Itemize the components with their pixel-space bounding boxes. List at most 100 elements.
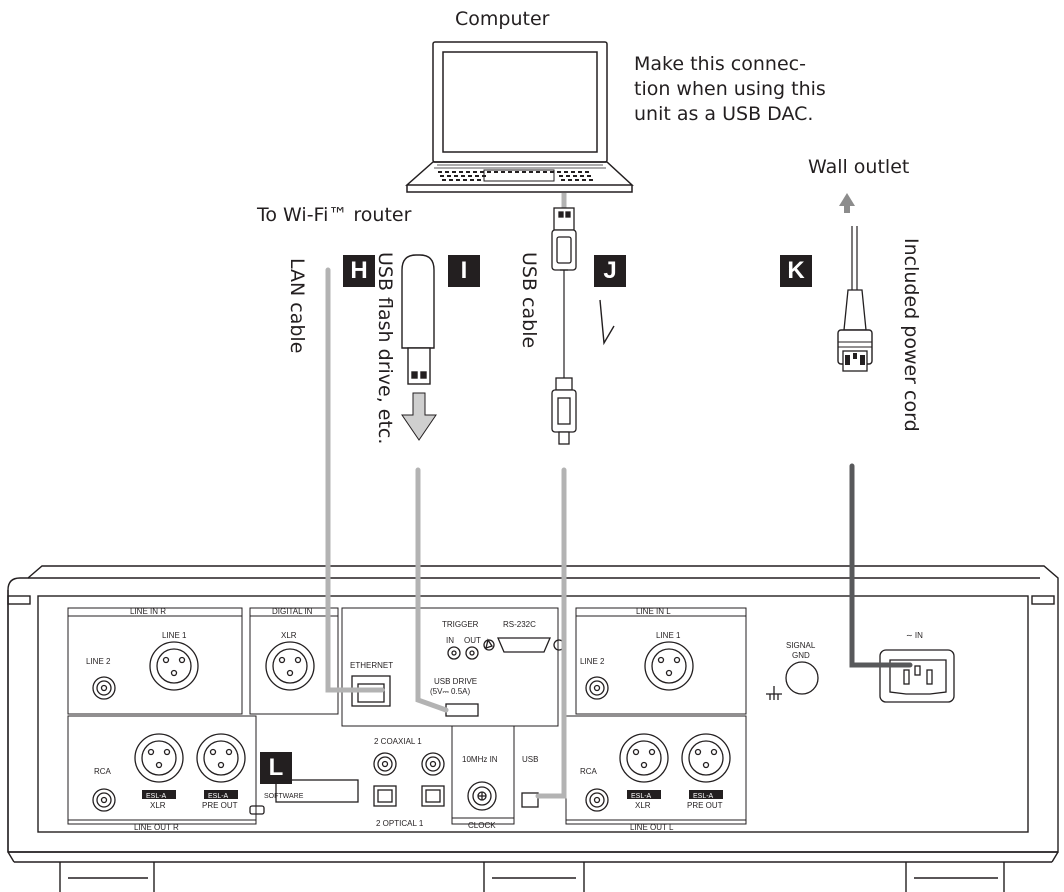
keyboard-key bbox=[480, 171, 484, 173]
keyboard-key bbox=[440, 175, 444, 177]
rs232c-text: RS-232C bbox=[503, 620, 536, 629]
pre-out-l-text: PRE OUT bbox=[687, 801, 723, 810]
keyboard-key bbox=[445, 171, 449, 173]
esl-badges bbox=[142, 790, 723, 799]
keyboard-key bbox=[438, 171, 442, 173]
keyboard-key bbox=[561, 179, 565, 181]
keyboard-key bbox=[575, 179, 579, 181]
xlr-r-text: XLR bbox=[150, 801, 166, 810]
line-out-r-text: LINE OUT R bbox=[134, 823, 179, 832]
keyboard-key bbox=[585, 171, 589, 173]
keyboard-key bbox=[454, 175, 458, 177]
keyboard-key bbox=[508, 171, 512, 173]
esl-a-l1-text: ESL-A bbox=[631, 793, 652, 800]
clock-in-text: 10MHz IN bbox=[462, 755, 498, 764]
esl-a-l2-text: ESL-A bbox=[693, 793, 714, 800]
line-in-l-text: LINE IN L bbox=[636, 607, 671, 616]
keyboard-key bbox=[557, 171, 561, 173]
keyboard-key bbox=[578, 171, 582, 173]
keyboard-key bbox=[580, 175, 584, 177]
line2-r-text: LINE 2 bbox=[86, 657, 111, 666]
rca-connectors bbox=[92, 646, 609, 812]
keyboard-key bbox=[543, 171, 547, 173]
panel-sections bbox=[67, 607, 747, 825]
keyboard-key bbox=[463, 179, 467, 181]
line2-l-text: LINE 2 bbox=[580, 657, 605, 666]
insert-arrow-icon bbox=[599, 299, 615, 346]
keyboard-key bbox=[501, 171, 505, 173]
rear-panel bbox=[7, 565, 1059, 892]
power-plug-icon bbox=[837, 193, 873, 372]
signal-text: SIGNAL bbox=[786, 641, 816, 650]
keyboard-key bbox=[456, 179, 460, 181]
line1-l-text: LINE 1 bbox=[656, 631, 681, 640]
trig-in-text: IN bbox=[446, 636, 454, 645]
badge-j: J bbox=[594, 255, 626, 287]
esl-a-r1-text: ESL-A bbox=[146, 793, 167, 800]
keyboard-key bbox=[522, 171, 526, 173]
usb-a-plug-icon bbox=[551, 193, 577, 380]
line-out-l-text: LINE OUT L bbox=[630, 823, 674, 832]
digital-in-text: DIGITAL IN bbox=[272, 607, 313, 616]
keyboard-keys bbox=[438, 171, 593, 181]
badge-i: I bbox=[448, 255, 480, 287]
coaxial-text: 2 COAXIAL 1 bbox=[374, 737, 422, 746]
keyboard-key bbox=[470, 179, 474, 181]
keyboard-key bbox=[449, 179, 453, 181]
usb-dac-note: Make this connec-tion when using this un… bbox=[634, 53, 826, 125]
keyboard-key bbox=[589, 179, 593, 181]
keyboard-key bbox=[475, 175, 479, 177]
badge-k: K bbox=[780, 255, 812, 287]
usb-b-plug-icon bbox=[551, 377, 577, 445]
keyboard-key bbox=[566, 175, 570, 177]
rca-r-text: RCA bbox=[94, 767, 112, 776]
laptop-icon bbox=[405, 41, 634, 193]
keyboard-key bbox=[587, 175, 591, 177]
keyboard-key bbox=[442, 179, 446, 181]
usb-text: USB bbox=[522, 755, 538, 764]
keyboard-key bbox=[487, 171, 491, 173]
pre-out-r-text: PRE OUT bbox=[202, 801, 238, 810]
keyboard-key bbox=[468, 175, 472, 177]
keyboard-key bbox=[550, 171, 554, 173]
keyboard-key bbox=[477, 179, 481, 181]
keyboard-key bbox=[452, 171, 456, 173]
keyboard-key bbox=[459, 171, 463, 173]
ac-in-text: ∼ IN bbox=[906, 631, 923, 640]
rca-l-text: RCA bbox=[580, 767, 598, 776]
down-arrow-icon bbox=[401, 392, 437, 441]
keyboard-key bbox=[515, 171, 519, 173]
xlr-connectors bbox=[134, 641, 731, 783]
xlr-digital-text: XLR bbox=[281, 631, 297, 640]
cables bbox=[325, 267, 913, 799]
clock-text: CLOCK bbox=[468, 821, 496, 830]
trig-out-text: OUT bbox=[464, 636, 481, 645]
esl-a-r2-text: ESL-A bbox=[208, 793, 229, 800]
wifi-router-label: To Wi-Fi™ router bbox=[257, 204, 412, 226]
keyboard-key bbox=[559, 175, 563, 177]
keyboard-key bbox=[482, 175, 486, 177]
software-text: SOFTWARE bbox=[264, 793, 304, 800]
keyboard-key bbox=[461, 175, 465, 177]
optical-text: 2 OPTICAL 1 bbox=[376, 819, 424, 828]
keyboard-key bbox=[447, 175, 451, 177]
keyboard-key bbox=[536, 171, 540, 173]
xlr-l-text: XLR bbox=[635, 801, 651, 810]
line-in-r-text: LINE IN R bbox=[130, 607, 166, 616]
line1-r-text: LINE 1 bbox=[162, 631, 187, 640]
gnd-text: GND bbox=[792, 651, 810, 660]
trigger-text: TRIGGER bbox=[442, 620, 479, 629]
computer-label: Computer bbox=[455, 8, 550, 30]
keyboard-key bbox=[568, 179, 572, 181]
keyboard-key bbox=[529, 171, 533, 173]
badge-l: L bbox=[260, 752, 292, 784]
usb-drive-spec-text: (5V⎓ 0.5A) bbox=[430, 687, 471, 696]
keyboard-key bbox=[494, 171, 498, 173]
wall-outlet-label: Wall outlet bbox=[808, 156, 910, 178]
usb-flash-drive-icon bbox=[401, 254, 435, 385]
keyboard-key bbox=[466, 171, 470, 173]
keyboard-key bbox=[582, 179, 586, 181]
keyboard-key bbox=[473, 171, 477, 173]
keyboard-key bbox=[571, 171, 575, 173]
